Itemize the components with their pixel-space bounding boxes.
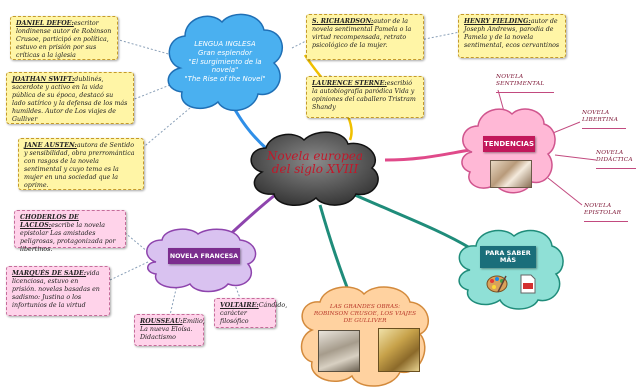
gulliver-image [378,328,420,372]
note-voltaire: VOLTAIRE:Cándido, carácter filosófico [214,298,287,328]
lengua-inglesa-line2: Gran esplendor [198,48,252,57]
note-richardson: S. RICHARDSON:autor de la novela sentime… [306,14,424,60]
note-marques-de-sade: MARQUÉS DE SADE:vida licenciosa, estuvo … [6,266,110,316]
note-daniel-defoe: DANIEL DEFOE:escritor londinense autor d… [10,16,118,60]
novela-francesa-label[interactable]: NOVELA FRANCESA [168,248,240,264]
robinson-crusoe-image [318,330,360,372]
connector-tendencias [384,148,471,162]
leaf-novela-libertina: NOVELA LIBERTINA [582,110,619,123]
cloud-lengua-inglesa: LENGUA INGLESA Gran esplendor "El surgim… [160,8,290,120]
connector-saber [354,193,471,250]
note-joathan-swift: JOATHAN SWIFT:dublinés, sacerdote y acti… [6,72,134,124]
obras-line1: LAS GRANDES OBRAS: [329,304,401,310]
tendencias-image [490,160,532,188]
leaf-novela-didactica: NOVELA DIDÁCTICA [596,150,633,163]
lengua-inglesa-title: LENGUA INGLESA [194,40,256,48]
saber-line2: MÁS [499,256,517,264]
note-jane-austen: JANE AUSTEN:autora de Sentido y sensibil… [18,138,144,190]
note-laurence-sterne: LAURENCE STERNE:escribió la autobiografí… [306,76,424,118]
lengua-inglesa-line5: "The Rise of the Novel" [184,75,266,83]
note-rousseau: ROUSSEAU:Emilio, La nueva Eloísa. Didact… [134,314,205,346]
central-title-line2: del siglo XVIII [271,162,359,177]
cloud-para-saber-mas [454,226,566,310]
leaf-novela-epistolar: NOVELA EPISTOLAR [584,203,622,216]
note-choderlos-de-laclos: CHODERLOS DE LACLOS:escribe la novela ep… [14,210,126,253]
tendencias-label[interactable]: TENDENCIAS [483,136,535,152]
cloud-central-topic: Novela europea del siglo XVIII [240,128,390,208]
obras-line3: DE GULLIVER [343,318,387,325]
palette-icon [486,272,508,294]
para-saber-mas-button[interactable]: PARA SABER MÁS [480,246,536,268]
pdf-document-icon [520,274,536,294]
saber-line1: PARA SABER [485,248,531,257]
obras-line2: ROBINSON CRUSOE, LOS VIAJES [313,311,417,318]
lengua-inglesa-line4: novela" [211,66,239,75]
note-henry-fielding: HENRY FIELDING:autor de Joseph Andrews, … [458,14,566,58]
central-title-line1: Novela europea [266,149,364,163]
lengua-inglesa-line3: "El surgimiento de la [188,57,262,66]
leaf-novela-sentimental: NOVELA SENTIMENTAL [496,74,545,87]
